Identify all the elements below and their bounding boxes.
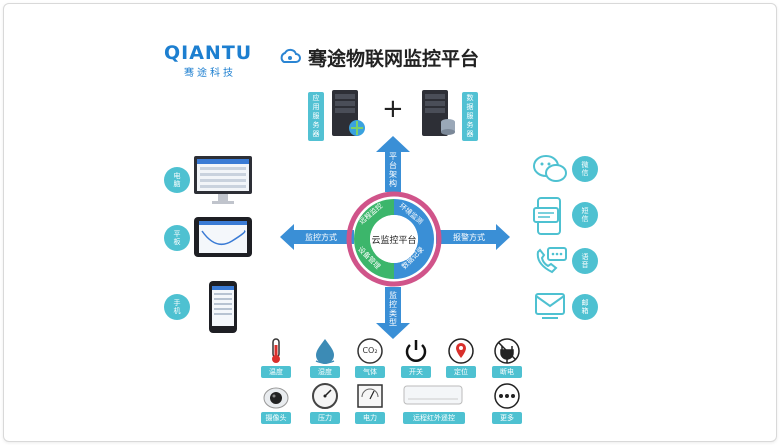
arrow-left-label: 监控方式 [305,233,337,242]
arrow-up [376,136,410,192]
arrow-down-label: 监控类型 [389,291,397,327]
arrow-right-label: 报警方式 [453,233,485,242]
monitor-label-location: 定位 [446,366,476,378]
more-icon [494,383,520,409]
page-title: 骞途物联网监控平台 [308,48,480,70]
pressure-gauge-icon [312,383,338,409]
hub-center-label: 云监控平台 [371,236,417,246]
data-server-icon [422,90,455,136]
data-server-label: 数据服务器 [462,92,478,141]
alarm-label-voice: 语音 [572,248,598,274]
plus-sign: + [382,94,404,124]
gas-icon-text: CO₂ [362,346,378,355]
wechat-icon [533,155,567,182]
logo-sub: 骞途科技 [184,68,236,79]
monitor-label-camera: 摄像头 [261,412,291,424]
alarm-label-sms: 短信 [572,202,598,228]
monitor-label-more: 更多 [492,412,522,424]
power-off-icon [494,338,520,364]
thermometer-icon [272,338,280,363]
monitor-label-ir-remote: 远程红外遥控 [403,412,465,424]
brand-logo: QIANTU 骞途科技 [164,42,252,79]
device-label-tablet: 平板 [164,225,190,251]
location-icon [448,338,474,364]
phone-icon [209,281,237,333]
mail-icon [535,293,565,319]
voice-icon [536,247,567,274]
arrow-right [436,224,510,250]
cloud-icon [280,48,301,63]
sms-icon [533,197,561,235]
tablet-icon [194,217,252,257]
logo-text: QIANTU [164,42,253,64]
alarm-label-wechat: 微信 [572,156,598,182]
app-server-label: 应用服务器 [308,92,324,141]
gas-icon [357,338,383,364]
humidity-icon [315,339,335,364]
monitor-label-electricity: 电力 [355,412,385,424]
arrow-left [280,224,354,250]
monitor-label-pressure: 压力 [310,412,340,424]
device-label-pc: 电脑 [164,167,190,193]
diagram-frame: QIANTU 骞途科技 骞途物联网监控平台 应用服务器 + 数据服务器 平台架构… [3,3,777,442]
monitor-label-temp: 温度 [261,366,291,378]
monitor-label-humidity: 湿度 [310,366,340,378]
air-conditioner-icon [403,385,463,405]
monitor-label-switch: 开关 [401,366,431,378]
power-switch-icon [405,340,427,362]
monitor-label-power-off: 断电 [492,366,522,378]
alarm-label-mail: 邮箱 [572,294,598,320]
app-server-icon [332,90,365,136]
monitor-icon [194,156,252,204]
device-label-phone: 手机 [164,294,190,320]
hub-ring [346,191,442,287]
arrow-down [376,287,410,339]
arrow-up-label: 平台架构 [389,152,397,188]
electric-meter-icon [357,384,383,408]
camera-icon [263,387,289,409]
monitor-label-gas: 气体 [355,366,385,378]
